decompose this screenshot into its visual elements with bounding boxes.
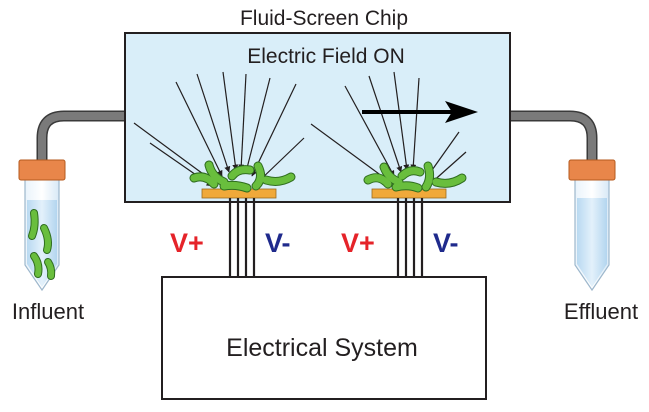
influent-label: Influent <box>12 299 84 324</box>
voltage-positive-label: V+ <box>170 228 204 258</box>
flow-direction-arrow-icon <box>362 101 478 123</box>
fluid-screen-chip <box>124 32 511 203</box>
electrode-wires <box>228 198 424 277</box>
bacteria-icon <box>189 160 296 193</box>
electric-field-lines-icon <box>133 71 467 187</box>
outlet-tubing <box>508 110 598 166</box>
bacteria-icon <box>363 161 467 193</box>
chip-title: Fluid-Screen Chip <box>240 7 408 30</box>
bacteria-icon <box>28 209 56 280</box>
effluent-label: Effluent <box>564 299 638 324</box>
voltage-negative-label: V- <box>265 228 291 258</box>
influent-tube <box>18 159 66 292</box>
voltage-negative-label: V- <box>433 228 459 258</box>
tube-cap <box>568 159 616 181</box>
inlet-tubing <box>36 110 128 166</box>
electrical-system-box <box>161 276 487 400</box>
tube-cap <box>18 159 66 181</box>
effluent-tube <box>568 159 616 292</box>
electric-field-status: Electric Field ON <box>247 45 405 68</box>
electrical-system-label: Electrical System <box>226 334 418 362</box>
voltage-positive-label: V+ <box>341 228 375 258</box>
